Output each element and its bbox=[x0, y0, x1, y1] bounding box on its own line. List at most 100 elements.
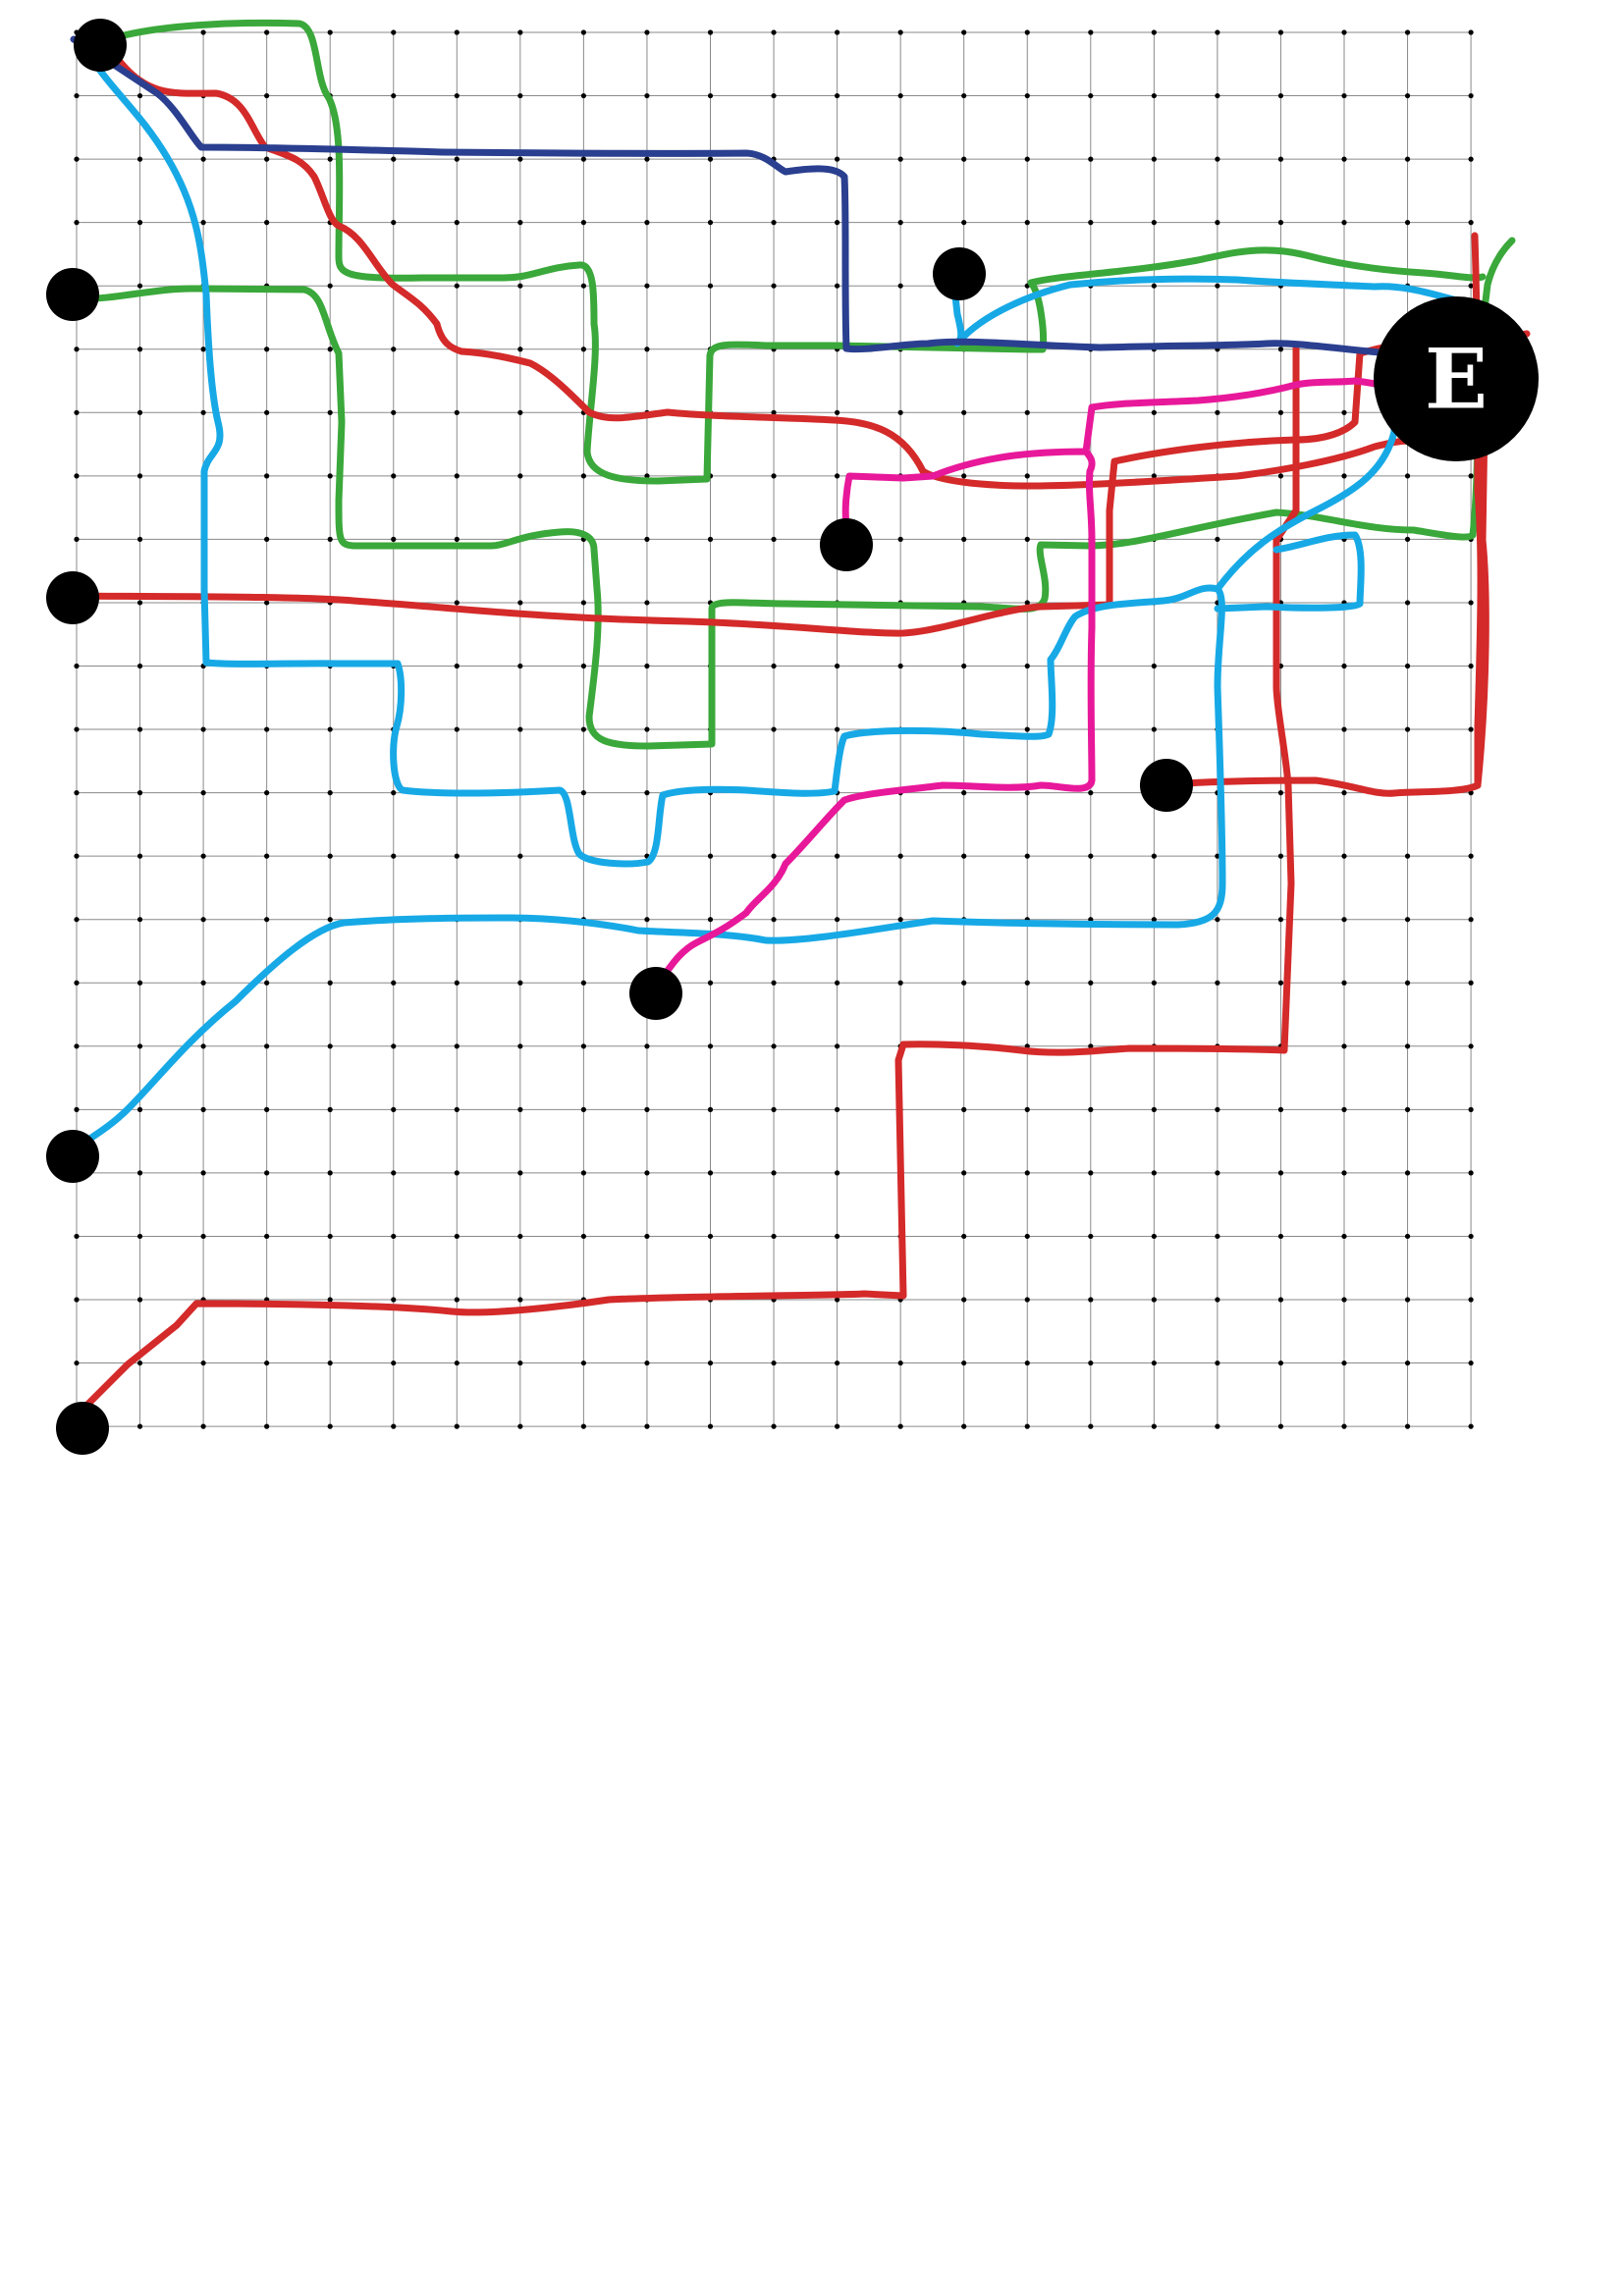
grid-dot bbox=[454, 1423, 460, 1429]
grid-dot bbox=[644, 347, 650, 352]
grid-dot bbox=[200, 1106, 206, 1112]
grid-dot bbox=[517, 347, 523, 352]
grid-dot bbox=[1215, 917, 1220, 923]
grid-dot bbox=[74, 980, 80, 986]
grid-dot bbox=[1151, 726, 1157, 732]
grid-dot bbox=[897, 283, 903, 289]
grid-dot bbox=[771, 980, 777, 986]
grid-dot bbox=[771, 1043, 777, 1049]
grid-dot bbox=[327, 1233, 333, 1240]
grid-dot bbox=[454, 1170, 460, 1176]
grid-dot bbox=[136, 663, 143, 669]
route-magenta bbox=[1082, 377, 1413, 455]
grid-dot bbox=[1024, 853, 1030, 859]
grid-dot bbox=[1341, 663, 1347, 669]
grid-dot bbox=[771, 473, 777, 479]
grid-dot bbox=[74, 473, 80, 479]
grid-dot bbox=[897, 1360, 903, 1366]
grid-dot bbox=[771, 536, 777, 543]
grid-dot bbox=[1024, 29, 1030, 35]
grid-dot bbox=[454, 536, 460, 543]
grid-dot bbox=[1277, 1423, 1284, 1429]
route-magenta bbox=[652, 448, 1096, 990]
grid-dot bbox=[771, 1360, 777, 1366]
grid-dot bbox=[1341, 92, 1347, 99]
grid-dot bbox=[771, 726, 777, 732]
grid-dot bbox=[517, 156, 523, 162]
grid-dot bbox=[391, 1360, 397, 1366]
grid-dot bbox=[200, 1423, 206, 1429]
start-center-low-node bbox=[629, 967, 682, 1020]
grid-dot bbox=[1341, 1360, 1347, 1366]
end-node: E bbox=[1374, 296, 1539, 461]
grid-dot bbox=[1151, 92, 1157, 99]
grid-dot bbox=[580, 29, 587, 35]
grid-dot bbox=[327, 409, 333, 415]
grid-dot bbox=[1341, 917, 1347, 923]
grid-dot bbox=[391, 853, 397, 859]
grid-dot bbox=[1151, 917, 1157, 923]
grid-dot bbox=[391, 473, 397, 479]
route-blue bbox=[65, 41, 1226, 1157]
grid-dot bbox=[771, 220, 777, 226]
grid-dot bbox=[1024, 980, 1030, 986]
grid-dot bbox=[1341, 220, 1347, 226]
grid-dot bbox=[136, 917, 143, 923]
grid-dot bbox=[454, 853, 460, 859]
start-nodes bbox=[46, 19, 1193, 1455]
grid-dot bbox=[327, 283, 333, 289]
grid-dot bbox=[264, 29, 270, 35]
grid-dot bbox=[1341, 853, 1347, 859]
grid-dot bbox=[517, 283, 523, 289]
routes bbox=[65, 19, 1531, 1413]
grid-dot bbox=[644, 600, 650, 606]
start-bottom-left-node bbox=[56, 1402, 109, 1455]
grid-dot bbox=[961, 1170, 967, 1176]
grid-dot bbox=[1277, 1170, 1284, 1176]
grid-dot bbox=[1277, 92, 1284, 99]
grid-dot bbox=[1277, 1233, 1284, 1240]
grid-dot bbox=[580, 1170, 587, 1176]
grid-dot bbox=[74, 220, 80, 226]
grid-dot bbox=[707, 536, 714, 543]
grid-dot bbox=[961, 663, 967, 669]
grid-dot bbox=[1468, 1360, 1474, 1366]
grid-dot bbox=[1215, 1297, 1220, 1303]
grid-dot bbox=[897, 1423, 903, 1429]
grid-dot bbox=[1404, 1106, 1411, 1112]
grid-dot bbox=[1404, 726, 1411, 732]
grid-dot bbox=[517, 980, 523, 986]
grid-dot bbox=[1024, 1423, 1030, 1429]
grid-dot bbox=[327, 1043, 333, 1049]
grid-dot bbox=[1404, 600, 1411, 606]
end-node-circle bbox=[1374, 296, 1539, 461]
grid-dot bbox=[200, 980, 206, 986]
grid-dot bbox=[961, 1106, 967, 1112]
start-center-node bbox=[820, 518, 873, 571]
grid-dot bbox=[517, 853, 523, 859]
start-left-upper-node bbox=[46, 268, 99, 321]
grid-dot bbox=[1024, 663, 1030, 669]
grid-dot bbox=[1088, 156, 1094, 162]
grid-dot bbox=[644, 1423, 650, 1429]
grid-dot bbox=[264, 473, 270, 479]
grid-dot bbox=[1088, 1043, 1094, 1049]
grid-dot bbox=[200, 790, 206, 796]
grid-dot bbox=[1468, 156, 1474, 162]
grid-dot bbox=[74, 853, 80, 859]
grid-dot bbox=[835, 283, 840, 289]
grid-dot bbox=[1468, 1233, 1474, 1240]
grid-dot bbox=[136, 409, 143, 415]
grid-dot bbox=[327, 790, 333, 796]
grid-dot bbox=[961, 409, 967, 415]
grid-dot bbox=[200, 220, 206, 226]
grid-dot bbox=[1024, 1170, 1030, 1176]
grid-dot bbox=[391, 1233, 397, 1240]
grid-dot bbox=[517, 409, 523, 415]
grid-dot bbox=[644, 536, 650, 543]
grid-dot bbox=[1088, 1423, 1094, 1429]
grid-dot bbox=[1468, 283, 1474, 289]
grid-dot bbox=[1151, 1360, 1157, 1366]
grid-dot bbox=[1088, 220, 1094, 226]
